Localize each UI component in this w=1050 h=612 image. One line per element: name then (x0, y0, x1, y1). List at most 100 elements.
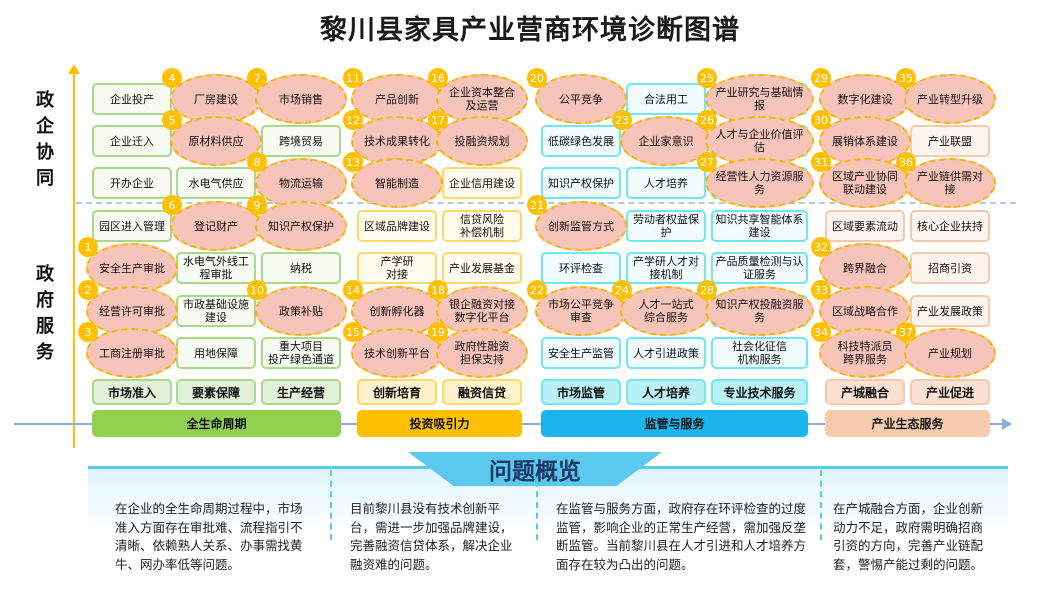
grid-cell-label: 跨界融合 (843, 261, 887, 275)
highlight-ellipse (436, 74, 528, 124)
issue-number-badge: 4 (162, 68, 182, 88)
grid-cell: 人才引进政策 (626, 337, 706, 369)
grid-cell-label: 创新孵化器 (369, 304, 425, 318)
overview-divider (820, 470, 822, 540)
overview-paragraph-investment: 目前黎川县没有技术创新平台，需进一步加强品牌建设，完善融资信贷体系，解决企业融资… (350, 501, 513, 572)
grid-cell-label: 产品创新 (375, 92, 419, 106)
grid-cell: 合法用工 (626, 83, 706, 115)
highlight-ellipse (436, 286, 528, 336)
grid-cell: 信贷风险 补偿机制 (442, 210, 522, 242)
highlight-ellipse (170, 116, 262, 166)
grid-cell: 纳税 (261, 252, 341, 284)
issue-number-badge: 26 (697, 110, 717, 130)
grid-cell: 重大项目 投产绿色通道 (261, 337, 341, 369)
highlight-ellipse (904, 74, 996, 124)
grid-cell-label: 原材料供应 (188, 134, 244, 148)
grid-cell-label: 企业家意识 (638, 134, 694, 148)
issue-number-badge: 32 (811, 237, 831, 257)
issue-number-badge: 35 (896, 68, 916, 88)
grid-cell: 企业信用建设 (442, 167, 522, 199)
grid-cell: 区域要素流动 (825, 210, 905, 242)
grid-cell: 产学研 对接 (357, 252, 437, 284)
issue-number-badge: 31 (811, 152, 831, 172)
issue-number-badge: 11 (343, 68, 363, 88)
issue-number-badge: 30 (811, 110, 831, 130)
grid-cell: 安全生产监管 (541, 337, 621, 369)
issue-number-badge: 25 (697, 68, 717, 88)
issue-number-badge: 12 (343, 110, 363, 130)
issue-number-badge: 37 (896, 322, 916, 342)
issue-number-badge: 8 (247, 152, 267, 172)
grid-cell-label: 公平竞争 (559, 92, 603, 106)
highlight-ellipse (255, 286, 347, 336)
grid-cell-label: 技术成果转化 (364, 134, 430, 148)
issue-number-badge: 6 (162, 195, 182, 215)
category-label: 生产经营 (261, 379, 341, 405)
issue-number-badge: 36 (896, 152, 916, 172)
issue-number-badge: 16 (428, 68, 448, 88)
grid-cell-label: 区域产业协同 联动建设 (832, 170, 898, 196)
highlight-ellipse (86, 243, 178, 293)
group-bar: 监管与服务 (541, 410, 808, 437)
grid-cell: 产业发展基金 (442, 252, 522, 284)
issue-number-badge: 27 (697, 152, 717, 172)
overview-divider (536, 470, 538, 540)
issue-number-badge: 1 (78, 237, 98, 257)
grid-cell-label: 政府性融资 担保支持 (454, 340, 510, 366)
grid-cell-label: 知识产权投融资服 务 (715, 298, 804, 324)
highlight-ellipse (705, 158, 814, 208)
grid-cell: 水电气供应 (176, 167, 256, 199)
grid-cell-label: 工商注册审批 (99, 346, 165, 360)
grid-cell-label: 市场公平竞争 审查 (548, 298, 614, 324)
grid-cell-label: 科技特派员 跨界服务 (837, 340, 893, 366)
grid-cell-label: 政策补贴 (279, 304, 323, 318)
grid-cell-label: 人才一站式 综合服务 (638, 298, 694, 324)
category-label: 专业技术服务 (711, 379, 808, 405)
issue-number-badge: 21 (527, 195, 547, 215)
issue-number-badge: 15 (343, 322, 363, 342)
grid-cell-label: 企业资本整合 及运营 (449, 86, 515, 112)
grid-cell-label: 知识产权保护 (268, 219, 334, 233)
vertical-axis (73, 70, 75, 448)
overview-divider (330, 470, 332, 540)
side-label-government-service: 政 府 服 务 (36, 264, 54, 363)
issue-number-badge: 10 (247, 280, 267, 300)
grid-cell-label: 产业规划 (928, 346, 972, 360)
group-bar: 投资吸引力 (357, 410, 522, 437)
overview-title: 问题概览 (489, 459, 581, 485)
grid-cell-label: 人才与企业价值评 估 (715, 128, 804, 154)
horizontal-axis-arrow-icon (1002, 418, 1012, 430)
grid-cell-label: 智能制造 (375, 176, 419, 190)
grid-cell: 区域品牌建设 (357, 210, 437, 242)
grid-cell: 环评检查 (541, 252, 621, 284)
grid-cell: 产品质量检测与认 证服务 (711, 252, 808, 284)
highlight-ellipse (255, 74, 347, 124)
grid-cell: 市政基础设施 建设 (176, 295, 256, 327)
highlight-ellipse (904, 158, 996, 208)
grid-cell: 企业投产 (92, 83, 172, 115)
grid-cell: 知识产权保护 (541, 167, 621, 199)
grid-cell: 核心企业扶持 (910, 210, 990, 242)
issue-number-badge: 23 (612, 110, 632, 130)
issue-number-badge: 34 (811, 322, 831, 342)
grid-cell-label: 产业链供需对 接 (917, 170, 983, 196)
highlight-ellipse (170, 201, 262, 251)
highlight-ellipse (351, 158, 443, 208)
category-label: 创新培育 (357, 379, 437, 405)
issue-number-badge: 24 (612, 280, 632, 300)
grid-cell: 产业发展政策 (910, 295, 990, 327)
grid-cell-label: 产业研究与基础情 报 (715, 86, 804, 112)
grid-cell: 产学研人才对 接机制 (626, 252, 706, 284)
grid-cell-label: 区域战略合作 (832, 304, 898, 318)
issue-number-badge: 33 (811, 280, 831, 300)
overview-title-tab (408, 452, 662, 486)
group-bar: 全生命周期 (92, 410, 341, 437)
grid-cell: 社会化征信 机构服务 (711, 337, 808, 369)
category-label: 市场监管 (541, 379, 621, 405)
grid-cell: 劳动者权益保 护 (626, 210, 706, 242)
category-label: 融资信贷 (442, 379, 522, 405)
highlight-ellipse (86, 328, 178, 378)
grid-cell: 低碳绿色发展 (541, 125, 621, 157)
grid-cell-label: 技术创新平台 (364, 346, 430, 360)
issue-number-badge: 18 (428, 280, 448, 300)
